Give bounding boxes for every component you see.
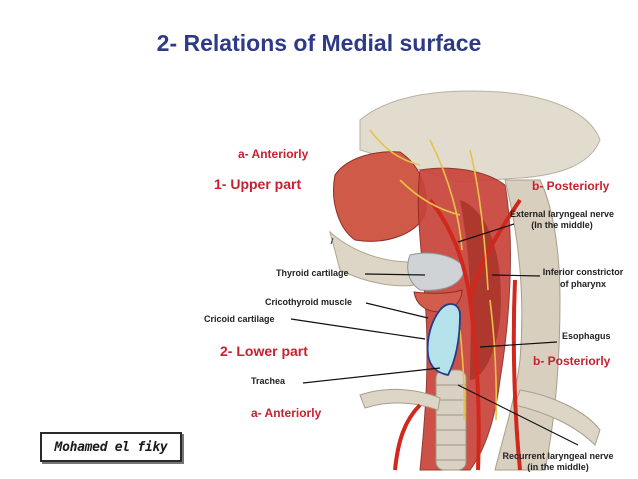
esophagus-label: Esophagus [562, 331, 611, 341]
trachea-label: Trachea [251, 376, 286, 386]
thyroid-cartilage-label: Thyroid cartilage [276, 268, 349, 278]
cricoid-cartilage-label: Cricoid cartilage [204, 314, 275, 324]
upper-part-heading: 1- Upper part [214, 176, 302, 192]
page-title: 2- Relations of Medial surface [156, 30, 482, 56]
external-laryngeal-nerve-label: External laryngeal nerve (In the middle) [493, 209, 631, 231]
inferior-constrictor-text: Inferior constrictor [542, 267, 624, 277]
clavicle [359, 388, 441, 411]
external-laryngeal-nerve-text: External laryngeal nerve [509, 209, 615, 219]
author-signature-box: Mohamed el fiky [40, 432, 182, 462]
recurrent-laryngeal-nerve-label: Recurrent laryngeal nerve (in the middle… [488, 451, 628, 473]
recurrent-laryngeal-nerve-note: (in the middle) [527, 462, 589, 472]
facial-muscles [333, 151, 427, 242]
inferior-constrictor-line2: of pharynx [559, 279, 606, 289]
nerves [369, 129, 498, 421]
inferior-constrictor-label: Inferior constrictor of pharynx [528, 266, 638, 290]
shoulder-bone [514, 389, 601, 446]
small-tick-mark [330, 237, 334, 245]
external-laryngeal-nerve-note: (In the middle) [531, 220, 593, 230]
author-signature: Mohamed el fiky [54, 439, 168, 455]
upper-anteriorly-label: a- Anteriorly [238, 147, 309, 161]
leader-lines [290, 223, 579, 446]
arteries [393, 198, 522, 471]
lower-anteriorly-label: a- Anteriorly [251, 406, 322, 420]
cricothyroid-muscle-label: Cricothyroid muscle [265, 297, 353, 307]
recurrent-laryngeal-nerve-text: Recurrent laryngeal nerve [502, 451, 614, 461]
trachea-rings [435, 369, 467, 471]
lower-part-heading: 2- Lower part [220, 343, 308, 359]
upper-posteriorly-label: b- Posteriorly [532, 179, 610, 193]
thyroid-lobe-highlight [426, 303, 461, 377]
lower-posteriorly-label: b- Posteriorly [533, 354, 611, 368]
